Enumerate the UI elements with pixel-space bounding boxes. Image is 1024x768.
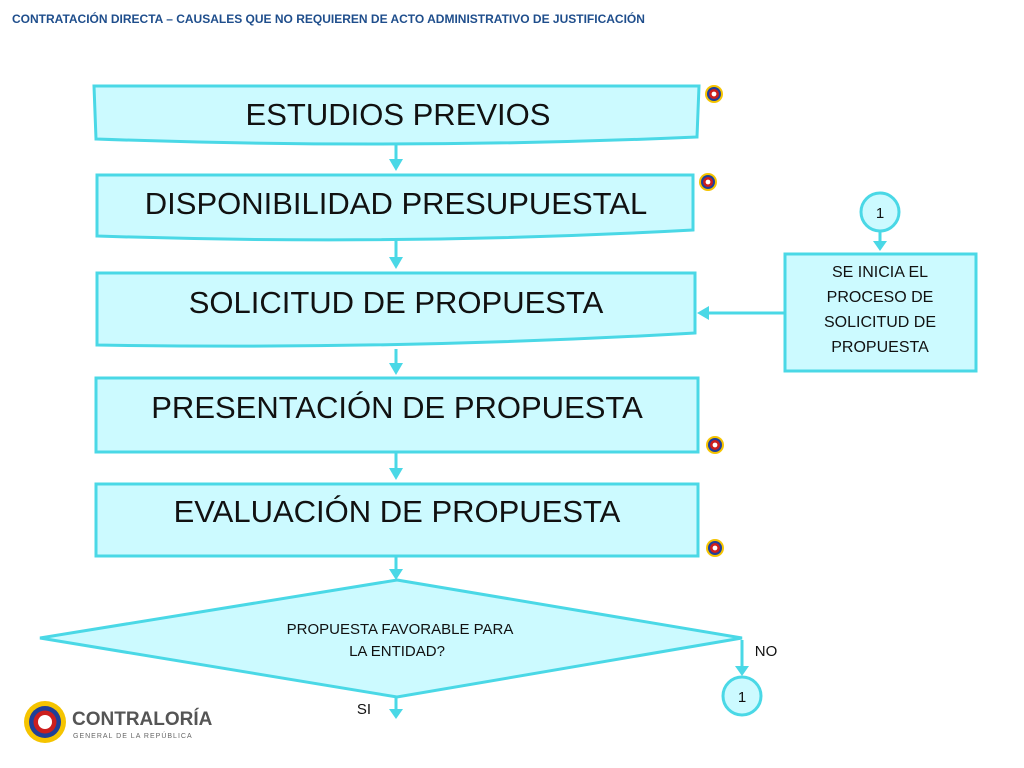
decision-propuesta-favorable[interactable]: PROPUESTA FAVORABLE PARA LA ENTIDAD? [39,578,743,699]
side-box-line-1: SE INICIA EL [832,264,928,281]
step-label: EVALUACIÓN DE PROPUESTA [174,494,621,529]
target-marker-icon[interactable] [699,173,717,191]
arrow-no [735,640,749,676]
step-label: ESTUDIOS PREVIOS [246,97,551,132]
target-marker-icon[interactable] [706,436,724,454]
target-marker-icon[interactable] [705,85,723,103]
step-label: SOLICITUD DE PROPUESTA [189,285,604,320]
side-box-line-4: PROPUESTA [831,339,929,356]
arrow-5-decision [389,557,403,580]
step-evaluacion-de-propuesta[interactable]: EVALUACIÓN DE PROPUESTA [94,482,700,558]
target-marker-icon[interactable] [706,539,724,557]
connector-label: 1 [876,205,884,222]
step-box [94,482,700,558]
decision-si-label: SI [357,701,371,718]
side-box-inicia-proceso[interactable]: SE INICIA EL PROCESO DE SOLICITUD DE PRO… [783,252,978,373]
arrow-1-2 [389,143,403,171]
decision-diamond [39,578,743,699]
arrow-2-3 [389,240,403,269]
arrow-si [389,698,403,719]
connector-label: 1 [738,689,746,706]
step-solicitud-de-propuesta[interactable]: SOLICITUD DE PROPUESTA [95,271,697,348]
connector-circle [721,675,763,717]
page-header: CONTRATACIÓN DIRECTA – CAUSALES QUE NO R… [12,12,645,26]
step-disponibilidad-presupuestal[interactable]: DISPONIBILIDAD PRESUPUESTAL [95,173,695,242]
logo-name: CONTRALORÍA [72,708,213,730]
decision-line-1: PROPUESTA FAVORABLE PARA [287,621,514,638]
contraloria-logo: CONTRALORÍA GENERAL DE LA REPÚBLICA [24,701,213,743]
arrow-3-4 [389,349,403,375]
decision-no-label: NO [755,643,778,660]
logo-subtitle: GENERAL DE LA REPÚBLICA [73,731,193,740]
step-presentacion-de-propuesta[interactable]: PRESENTACIÓN DE PROPUESTA [94,376,700,454]
arrow-side-box-to-solicitud [697,306,785,320]
side-box-line-2: PROCESO DE [827,289,934,306]
step-box [95,271,697,348]
connector-bottom[interactable]: 1 [721,675,763,717]
step-box [92,84,701,146]
decision-line-2: LA ENTIDAD? [349,643,445,660]
side-box [783,252,978,373]
step-estudios-previos[interactable]: ESTUDIOS PREVIOS [92,84,701,146]
step-label: DISPONIBILIDAD PRESUPUESTAL [145,186,647,221]
arrow-4-5 [389,453,403,480]
step-label: PRESENTACIÓN DE PROPUESTA [151,390,643,425]
connector-circle [859,191,901,233]
step-box [94,376,700,454]
side-box-line-3: SOLICITUD DE [824,314,936,331]
arrow-connector-to-side-box [873,232,887,251]
step-box [95,173,695,242]
connector-top[interactable]: 1 [859,191,901,233]
